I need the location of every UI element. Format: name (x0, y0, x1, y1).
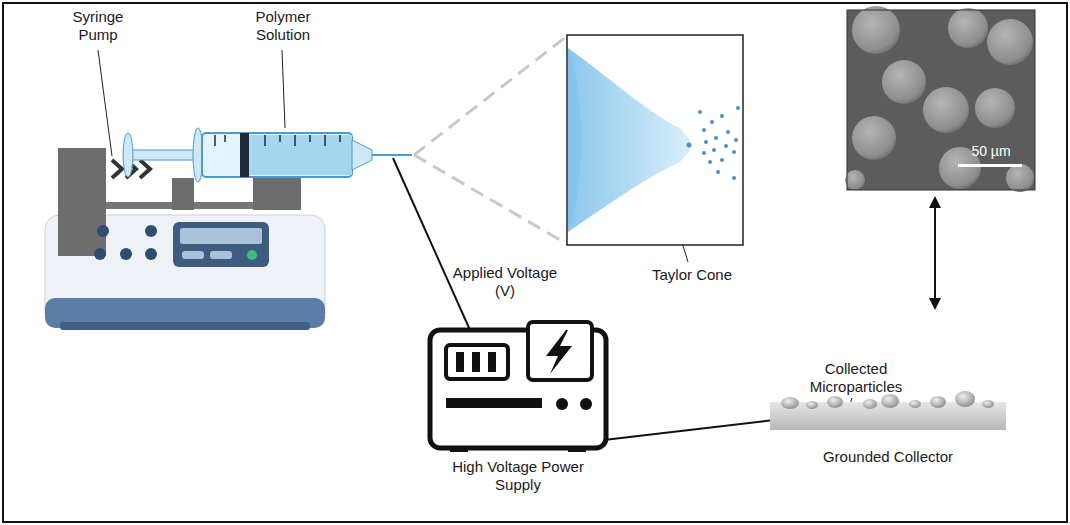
part-label: Collected Microparticles (798, 360, 914, 396)
part-label: Syringe Pump (58, 8, 138, 44)
part-label: Grounded Collector (798, 448, 978, 466)
part-label: High Voltage Power Supply (448, 458, 588, 494)
scale-label: 50 µm (960, 142, 1022, 160)
part-label: Applied Voltage (V) (452, 264, 558, 300)
part-label: Polymer Solution (238, 8, 328, 44)
part-label: Taylor Cone (632, 266, 752, 284)
